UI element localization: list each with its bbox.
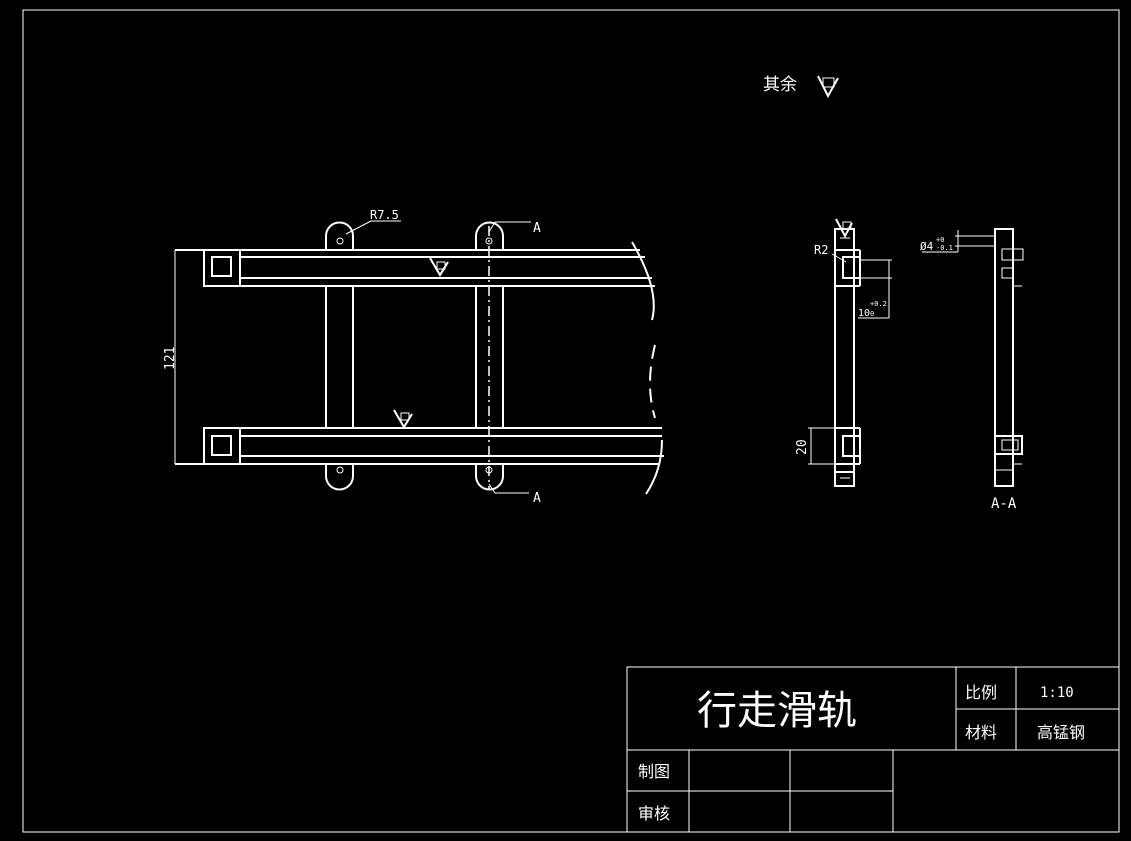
drawing-frame <box>22 9 1120 833</box>
drawing-title: 行走滑轨 <box>697 688 857 734</box>
title-block <box>626 666 1120 833</box>
drawn-by-label: 制图 <box>638 762 670 781</box>
surface-finish-icon <box>817 75 839 99</box>
hole-tol-lower: -0.1 <box>936 244 953 252</box>
material-value: 高锰钢 <box>1037 723 1085 742</box>
slot-dimension-label: 10 <box>858 308 870 319</box>
section-marker-bottom: A <box>533 491 541 506</box>
checked-by-label: 审核 <box>638 804 670 823</box>
slot-tol-lower: 0 <box>870 310 874 318</box>
material-label: 材料 <box>965 723 997 742</box>
surface-note-label: 其余 <box>763 75 797 95</box>
hole-dimension-label: Ø4 <box>920 240 934 253</box>
side-radius-label: R2 <box>814 243 828 257</box>
side-view <box>808 218 892 487</box>
scale-label: 比例 <box>965 683 997 702</box>
flange-dimension-label: 20 <box>795 439 810 455</box>
section-view <box>922 228 1024 487</box>
hole-tol-upper: +0 <box>936 236 944 244</box>
front-view <box>174 220 664 495</box>
section-marker-top: A <box>533 221 541 236</box>
height-dimension-label: 121 <box>163 347 178 370</box>
slot-tol-upper: +0.2 <box>870 300 887 308</box>
section-caption: A-A <box>991 496 1017 512</box>
scale-value: 1:10 <box>1040 685 1074 701</box>
front-radius-label: R7.5 <box>370 208 399 222</box>
